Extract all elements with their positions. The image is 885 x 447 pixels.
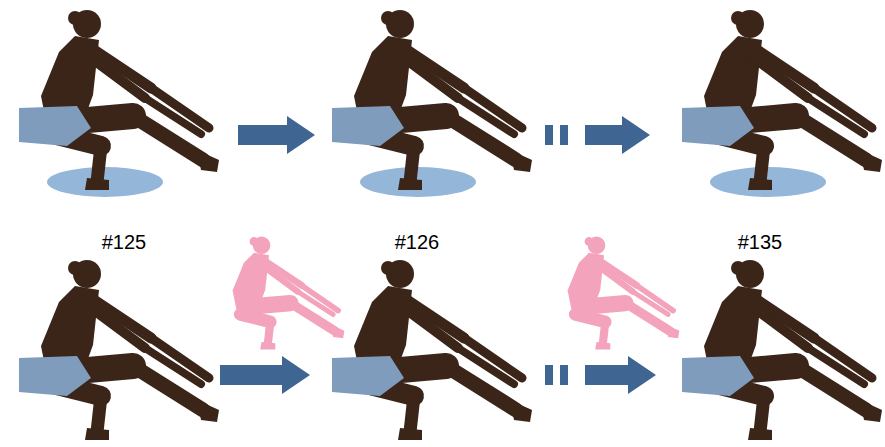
athlete-shorts xyxy=(682,106,754,146)
arrow-shape xyxy=(238,116,315,154)
flow-arrow xyxy=(220,356,310,394)
athlete-silhouette xyxy=(704,260,882,440)
athlete-silhouette xyxy=(354,10,532,190)
flow-arrow xyxy=(238,116,315,154)
ellipsis-dash xyxy=(560,125,568,145)
top-frames xyxy=(19,10,882,197)
ellipsis-dash xyxy=(545,365,553,385)
frame-number: #126 xyxy=(395,230,440,258)
frame-node: #126 xyxy=(315,0,519,258)
arrow-shape xyxy=(585,116,650,154)
frame-node: #135 xyxy=(650,0,870,258)
frame-node: #125 xyxy=(10,0,238,258)
athlete-silhouette xyxy=(41,260,219,440)
bottom-arrows xyxy=(220,356,656,394)
athlete-shorts xyxy=(19,106,91,146)
bottom-frames xyxy=(19,236,882,440)
athlete-silhouette xyxy=(41,10,219,190)
frame-number: #125 xyxy=(102,230,147,258)
ellipsis-dash xyxy=(560,365,568,385)
flow-arrow xyxy=(545,116,650,154)
frame-number: #135 xyxy=(738,230,783,258)
flow-arrow xyxy=(585,356,656,394)
athlete-shorts xyxy=(19,356,91,396)
pose-prior-silhouette xyxy=(233,236,345,349)
ellipsis-dash xyxy=(545,125,553,145)
athlete-silhouette xyxy=(704,10,882,190)
athlete-silhouette xyxy=(354,260,532,440)
athlete-shorts xyxy=(332,106,404,146)
athlete-shorts xyxy=(682,356,754,396)
athlete-shorts xyxy=(332,356,404,396)
pose-prior-silhouette xyxy=(568,236,680,349)
